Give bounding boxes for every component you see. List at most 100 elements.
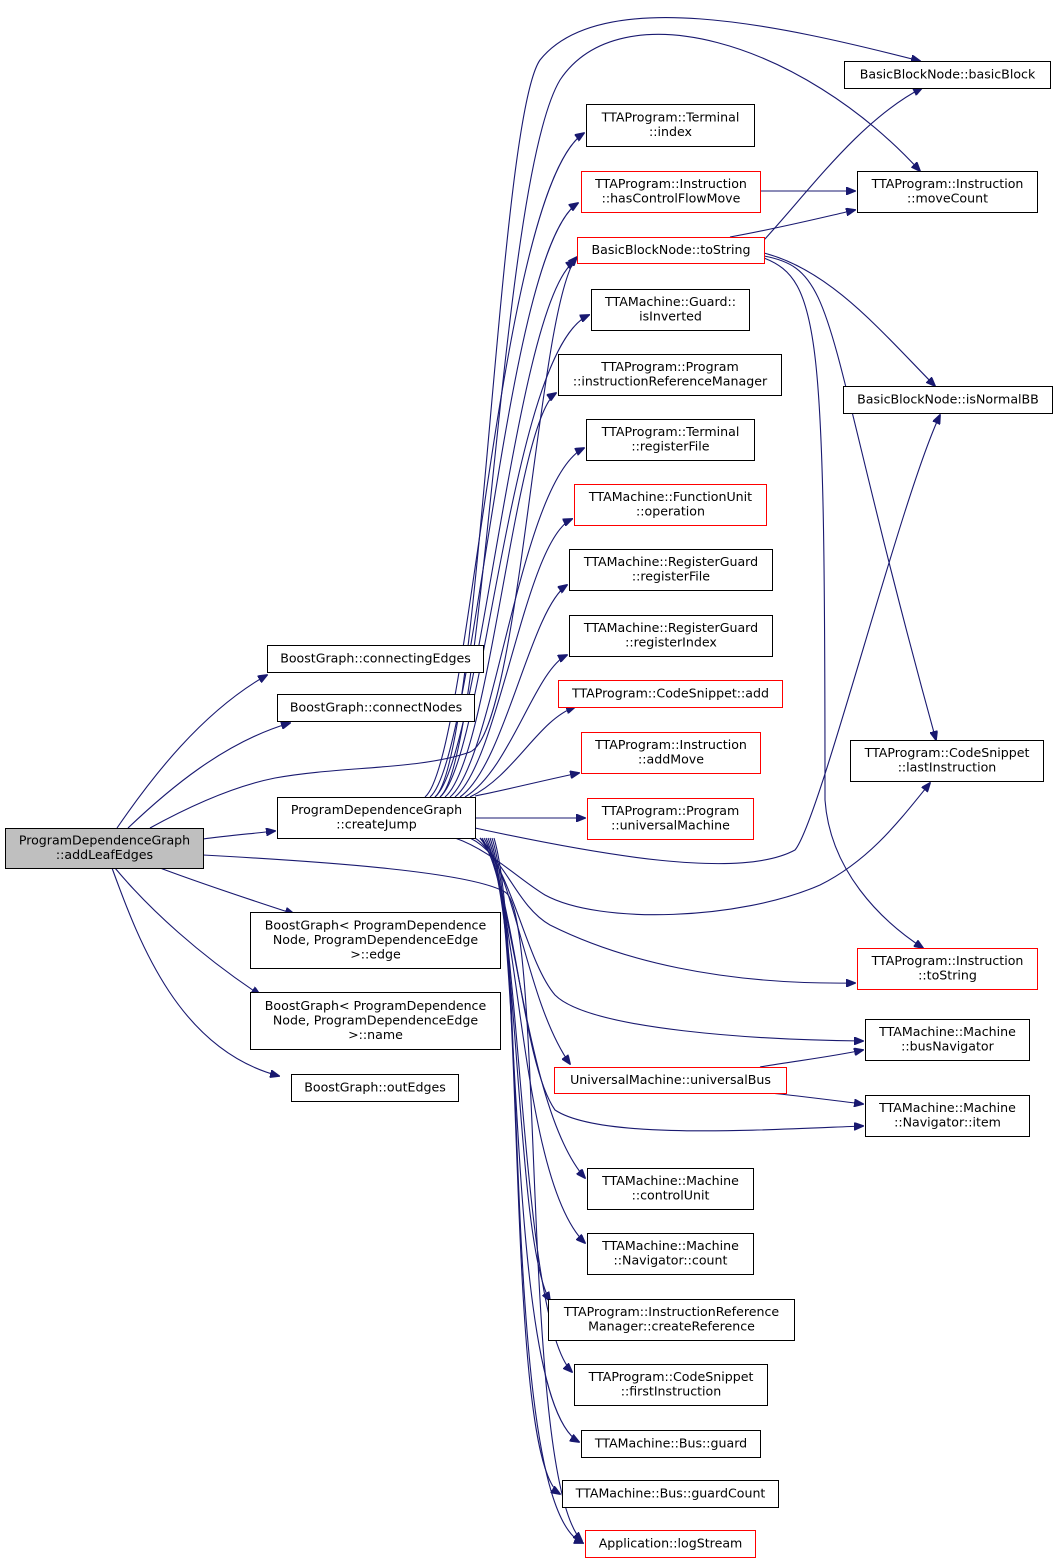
node-box[interactable] xyxy=(865,1095,1030,1137)
node-box[interactable] xyxy=(586,419,755,461)
node-label-line: TTAMachine::Machine xyxy=(601,1173,739,1188)
node-instrToString[interactable]: TTAProgram::Instruction::toString xyxy=(857,948,1038,990)
node-box[interactable] xyxy=(569,615,773,657)
node-busGuard[interactable]: TTAMachine::Bus::guard xyxy=(581,1430,761,1458)
node-box[interactable] xyxy=(277,694,475,722)
edge-root-to-connectingEdges xyxy=(116,675,267,829)
node-box[interactable] xyxy=(548,1299,795,1341)
node-rgIndex[interactable]: TTAMachine::RegisterGuard::registerIndex xyxy=(569,615,773,657)
node-isInverted[interactable]: TTAMachine::Guard::isInverted xyxy=(591,289,750,331)
node-box[interactable] xyxy=(857,171,1038,213)
node-box[interactable] xyxy=(574,484,767,526)
node-connectNodes[interactable]: BoostGraph::connectNodes xyxy=(277,694,475,722)
edge-createJump-to-rgIndex xyxy=(464,655,567,798)
node-outEdges[interactable]: BoostGraph::outEdges xyxy=(291,1074,459,1102)
node-box[interactable] xyxy=(5,828,204,869)
node-rgRF[interactable]: TTAMachine::RegisterGuard::registerFile xyxy=(569,549,773,591)
node-label-line: ::addLeafEdges xyxy=(56,847,153,862)
node-box[interactable] xyxy=(844,61,1051,89)
node-label-line: ::controlUnit xyxy=(632,1188,710,1203)
node-box[interactable] xyxy=(250,912,501,969)
edge-createJump-to-fuOperation xyxy=(454,519,572,798)
node-navCount[interactable]: TTAMachine::Machine::Navigator::count xyxy=(587,1233,754,1275)
node-box[interactable] xyxy=(581,732,761,774)
node-label-line: BoostGraph::connectingEdges xyxy=(280,650,471,665)
node-label-line: BoostGraph< ProgramDependence xyxy=(265,998,487,1013)
node-box[interactable] xyxy=(865,1019,1030,1061)
node-connectingEdges[interactable]: BoostGraph::connectingEdges xyxy=(267,645,484,673)
node-logStream[interactable]: Application::logStream xyxy=(585,1530,756,1558)
node-label-line: Node, ProgramDependenceEdge xyxy=(273,932,479,947)
node-navItem[interactable]: TTAMachine::Machine::Navigator::item xyxy=(865,1095,1030,1137)
node-box[interactable] xyxy=(857,948,1038,990)
node-universalBus[interactable]: UniversalMachine::universalBus xyxy=(554,1067,787,1094)
node-busNavigator[interactable]: TTAMachine::Machine::busNavigator xyxy=(865,1019,1030,1061)
node-label-line: ::Navigator::count xyxy=(614,1253,728,1268)
node-createRef[interactable]: TTAProgram::InstructionReferenceManager:… xyxy=(548,1299,795,1341)
node-root[interactable]: ProgramDependenceGraph::addLeafEdges xyxy=(5,828,204,869)
node-label-line: >::name xyxy=(348,1027,403,1042)
edge-createJump-to-irm xyxy=(444,393,556,798)
edge-createJump-to-logStream xyxy=(493,837,583,1543)
node-termIndex[interactable]: TTAProgram::Terminal::index xyxy=(586,104,755,147)
node-createJump[interactable]: ProgramDependenceGraph::createJump xyxy=(277,797,476,839)
edge-createJump-to-controlUnit xyxy=(481,837,585,1178)
node-box[interactable] xyxy=(585,1530,756,1558)
node-addMove[interactable]: TTAProgram::Instruction::addMove xyxy=(581,732,761,774)
node-box[interactable] xyxy=(558,680,783,708)
node-universalMachine[interactable]: TTAProgram::Program::universalMachine xyxy=(587,798,754,840)
node-box[interactable] xyxy=(562,1480,779,1508)
edge-bbToString-to-isNormalBB xyxy=(763,252,935,386)
node-box[interactable] xyxy=(586,104,755,147)
node-box[interactable] xyxy=(587,1233,754,1275)
node-label-line: ::registerFile xyxy=(631,439,709,454)
nodes-layer: ProgramDependenceGraph::addLeafEdgesBoos… xyxy=(5,61,1053,1558)
node-box[interactable] xyxy=(577,237,765,264)
node-box[interactable] xyxy=(558,354,782,396)
node-label-line: TTAMachine::Machine xyxy=(878,1100,1016,1115)
node-box[interactable] xyxy=(277,797,476,839)
edge-createJump-to-rgRF xyxy=(459,585,567,798)
node-label-line: BoostGraph::outEdges xyxy=(304,1079,446,1094)
node-box[interactable] xyxy=(569,549,773,591)
node-label-line: ::toString xyxy=(918,968,977,983)
node-box[interactable] xyxy=(850,740,1044,782)
node-box[interactable] xyxy=(843,386,1053,414)
node-box[interactable] xyxy=(574,1364,768,1406)
node-busGuardCount[interactable]: TTAMachine::Bus::guardCount xyxy=(562,1480,779,1508)
node-box[interactable] xyxy=(581,1430,761,1458)
node-box[interactable] xyxy=(587,798,754,840)
node-moveCount[interactable]: TTAProgram::Instruction::moveCount xyxy=(857,171,1038,213)
node-label-line: TTAProgram::Instruction xyxy=(594,737,747,752)
node-lastInstr[interactable]: TTAProgram::CodeSnippet::lastInstruction xyxy=(850,740,1044,782)
node-irm[interactable]: TTAProgram::Program::instructionReferenc… xyxy=(558,354,782,396)
node-basicBlock[interactable]: BasicBlockNode::basicBlock xyxy=(844,61,1051,89)
node-label-line: BasicBlockNode::basicBlock xyxy=(860,66,1036,81)
node-box[interactable] xyxy=(587,1168,754,1210)
node-label-line: TTAMachine::Guard:: xyxy=(604,294,736,309)
edge-root-to-name xyxy=(114,867,260,995)
node-box[interactable] xyxy=(291,1074,459,1102)
node-box[interactable] xyxy=(581,171,761,213)
node-label-line: TTAMachine::Bus::guardCount xyxy=(575,1485,766,1500)
node-hasCFM[interactable]: TTAProgram::Instruction::hasControlFlowM… xyxy=(581,171,761,213)
node-controlUnit[interactable]: TTAMachine::Machine::controlUnit xyxy=(587,1168,754,1210)
node-csAdd[interactable]: TTAProgram::CodeSnippet::add xyxy=(558,680,783,708)
node-label-line: TTAMachine::RegisterGuard xyxy=(583,554,758,569)
node-label-line: TTAProgram::Instruction xyxy=(871,953,1024,968)
node-box[interactable] xyxy=(250,992,501,1050)
node-box[interactable] xyxy=(554,1067,787,1094)
edge-createJump-to-busGuard xyxy=(489,837,579,1442)
node-isNormalBB[interactable]: BasicBlockNode::isNormalBB xyxy=(843,386,1053,414)
node-box[interactable] xyxy=(267,645,484,673)
node-bbToString[interactable]: BasicBlockNode::toString xyxy=(577,237,765,264)
node-label-line: ::instructionReferenceManager xyxy=(573,374,768,389)
node-firstInstr[interactable]: TTAProgram::CodeSnippet::firstInstructio… xyxy=(574,1364,768,1406)
edge-createJump-to-createRef xyxy=(485,837,550,1301)
node-termRF[interactable]: TTAProgram::Terminal::registerFile xyxy=(586,419,755,461)
node-box[interactable] xyxy=(591,289,750,331)
node-fuOperation[interactable]: TTAMachine::FunctionUnit::operation xyxy=(574,484,767,526)
node-label-line: ProgramDependenceGraph xyxy=(291,802,462,817)
